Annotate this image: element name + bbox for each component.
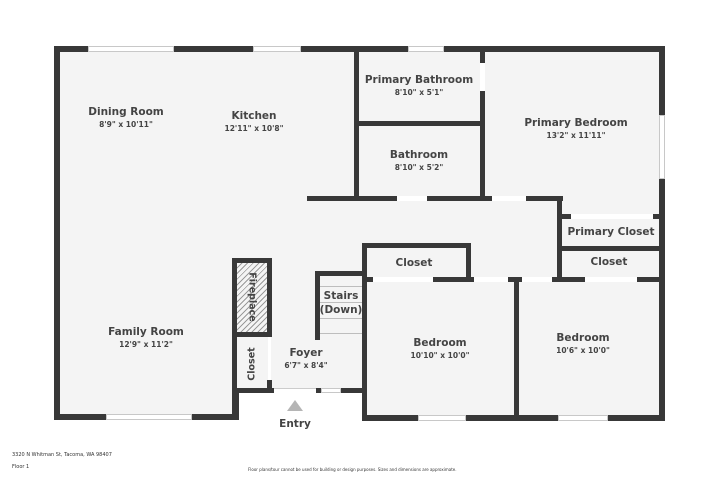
room-dimensions: 10'6" x 10'0" bbox=[556, 346, 610, 355]
room-dimensions: 6'7" x 8'4" bbox=[284, 361, 328, 370]
room-name: Kitchen bbox=[231, 110, 277, 122]
stair-step bbox=[320, 318, 362, 319]
room-closet-right: Closet bbox=[591, 256, 628, 269]
window-primary-bed-right bbox=[659, 115, 665, 179]
stair-step bbox=[320, 286, 362, 287]
fireplace-hatch bbox=[237, 263, 267, 332]
room-name: Primary Bathroom bbox=[364, 74, 474, 86]
stairs-direction: (Down) bbox=[319, 304, 363, 316]
room-name: Primary Closet bbox=[567, 226, 655, 238]
room-fireplace: Fireplace bbox=[247, 272, 258, 321]
wall-closet-mid-left bbox=[362, 243, 367, 419]
door-foyer-closet bbox=[268, 337, 271, 380]
front-door-opening bbox=[274, 388, 316, 393]
room-dining: Dining Room 8'9" x 10'11" bbox=[88, 106, 164, 130]
wall-bedrooms-top bbox=[362, 277, 665, 282]
room-dimensions: 8'10" x 5'2" bbox=[394, 163, 444, 172]
address-text: 3320 N Whitman St, Tacoma, WA 98407 bbox=[12, 452, 112, 458]
door-primary-bed bbox=[492, 196, 526, 201]
wall-stairs-left bbox=[315, 271, 320, 340]
wall-bath-right bbox=[480, 46, 485, 198]
wall-left bbox=[54, 46, 60, 419]
window-family-bottom bbox=[106, 414, 192, 420]
wall-bottom-bedrooms bbox=[362, 415, 665, 421]
room-name: Stairs bbox=[323, 290, 359, 302]
floor-main bbox=[54, 46, 664, 418]
wall-fireplace-outline bbox=[232, 258, 272, 263]
room-dimensions: 13'2" x 11'11" bbox=[546, 131, 606, 140]
room-name: Family Room bbox=[108, 326, 184, 338]
room-name: Closet bbox=[395, 257, 433, 269]
window-bedroom2-bottom bbox=[558, 415, 608, 421]
window-bedroom1-bottom bbox=[418, 415, 466, 421]
room-primary-bathroom: Primary Bathroom 8'10" x 5'1" bbox=[365, 74, 473, 98]
room-name: Bedroom bbox=[556, 332, 610, 344]
door-bathroom bbox=[397, 196, 427, 201]
room-foyer: Foyer 6'7" x 8'4" bbox=[284, 347, 327, 371]
room-bedroom-1: Bedroom 10'10" x 10'0" bbox=[411, 337, 470, 361]
wall-closet-mid-top bbox=[362, 243, 470, 248]
wall-foyer-closet-right bbox=[267, 380, 272, 392]
wall-bath-divider bbox=[354, 121, 484, 126]
wall-stairs-top bbox=[315, 271, 365, 276]
wall-fireplace-bottom bbox=[232, 332, 272, 337]
room-closet-foyer: Closet bbox=[247, 347, 258, 380]
room-name: Closet bbox=[590, 256, 628, 268]
stair-step bbox=[320, 333, 362, 334]
room-dimensions: 8'10" x 5'1" bbox=[394, 88, 444, 97]
room-closet-mid: Closet bbox=[396, 257, 433, 270]
entry-label: Entry bbox=[279, 418, 311, 430]
window-kitchen-top bbox=[253, 46, 301, 52]
room-dimensions: 10'10" x 10'0" bbox=[410, 351, 470, 360]
room-bedroom-2: Bedroom 10'6" x 10'0" bbox=[556, 332, 610, 356]
wall-hall-top bbox=[307, 196, 563, 201]
room-name: Bedroom bbox=[413, 337, 467, 349]
door-primary-closet bbox=[571, 214, 653, 219]
entry-arrow-icon bbox=[287, 400, 303, 411]
wall-bedroom-divider bbox=[514, 277, 519, 420]
wall-hall-right bbox=[557, 196, 562, 282]
room-kitchen: Kitchen 12'11" x 10'8" bbox=[225, 110, 284, 134]
room-name: Fireplace bbox=[246, 272, 258, 322]
door-closet-mid bbox=[373, 277, 433, 282]
room-name: Foyer bbox=[289, 347, 323, 359]
disclaimer-text: Floor plans/tour cannot be used for buil… bbox=[248, 467, 457, 472]
wall-fireplace-left bbox=[232, 258, 237, 420]
door-bedroom2 bbox=[522, 277, 552, 282]
room-primary-closet: Primary Closet bbox=[567, 226, 654, 239]
room-name: Closet bbox=[246, 347, 258, 381]
wall-right-lower bbox=[659, 214, 665, 420]
window-primary-bath-top bbox=[408, 46, 444, 52]
room-stairs: Stairs (Down) bbox=[320, 290, 363, 317]
room-name: Dining Room bbox=[88, 106, 164, 118]
wall-top bbox=[54, 46, 665, 52]
door-bedroom1 bbox=[474, 277, 508, 282]
room-name: Primary Bedroom bbox=[524, 117, 628, 129]
room-bathroom: Bathroom 8'10" x 5'2" bbox=[390, 149, 448, 173]
door-closet-right bbox=[585, 277, 637, 282]
floor-label: Floor 1 bbox=[12, 464, 30, 470]
room-primary-bedroom: Primary Bedroom 13'2" x 11'11" bbox=[524, 117, 627, 141]
door-primary-bath bbox=[480, 63, 485, 91]
window-dining-top bbox=[88, 46, 174, 52]
stair-step bbox=[320, 302, 362, 303]
room-dimensions: 12'11" x 10'8" bbox=[224, 124, 284, 133]
wall-fireplace-right bbox=[267, 258, 272, 336]
room-dimensions: 12'9" x 11'2" bbox=[119, 340, 173, 349]
window-foyer-bottom bbox=[321, 388, 341, 393]
wall-closet-mid-right bbox=[466, 243, 471, 281]
room-name: Bathroom bbox=[389, 149, 449, 161]
room-dimensions: 8'9" x 10'11" bbox=[99, 120, 153, 129]
room-family: Family Room 12'9" x 11'2" bbox=[108, 326, 184, 350]
wall-closet-divider bbox=[557, 246, 665, 251]
